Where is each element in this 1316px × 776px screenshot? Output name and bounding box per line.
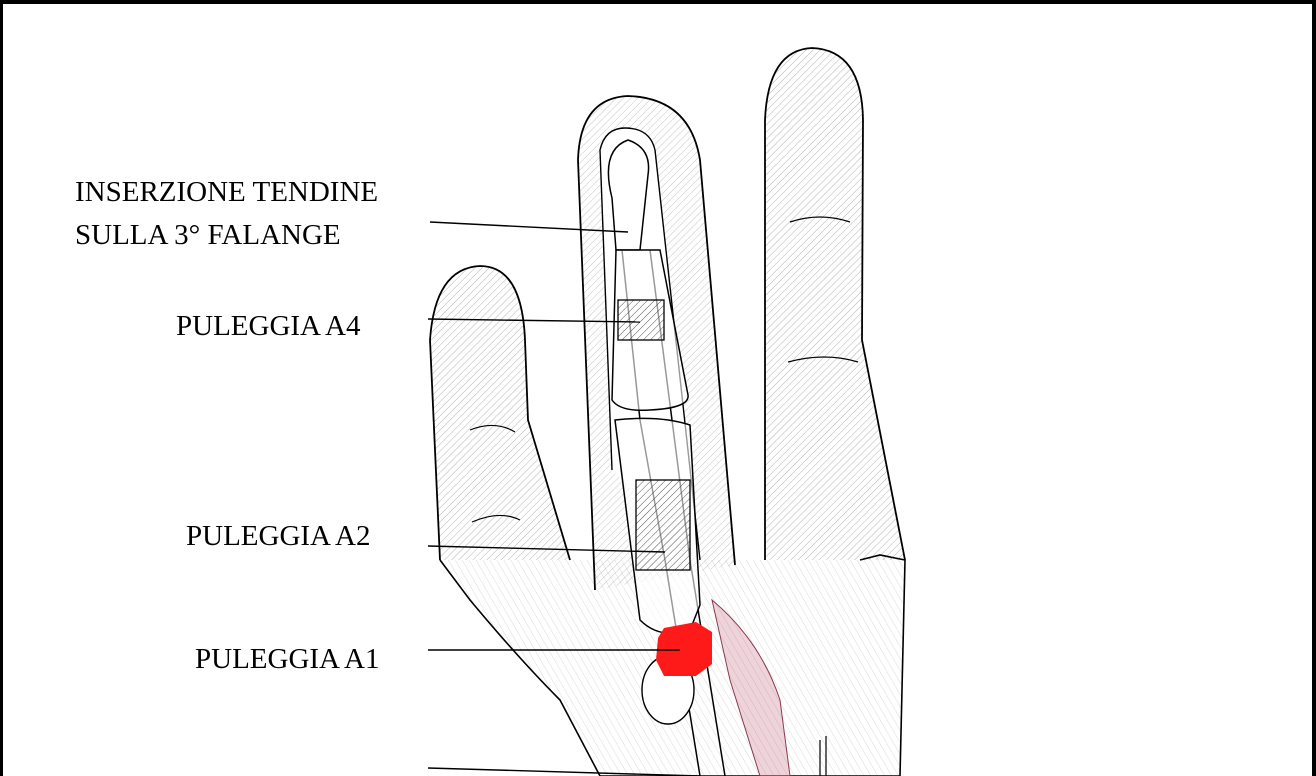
label-pulley-a1: PULEGGIA A1 [195,643,379,676]
label-pulley-a2: PULEGGIA A2 [186,520,370,553]
ring-finger [765,48,905,560]
label-insertion-line2: SULLA 3° FALANGE [75,219,341,252]
pulley-a1-highlight [656,622,712,676]
label-insertion-line1: INSERZIONE TENDINE [75,176,378,209]
label-pulley-a4: PULEGGIA A4 [176,310,360,343]
pulley-a2-band [636,480,690,570]
pulley-a4-band [618,300,664,340]
